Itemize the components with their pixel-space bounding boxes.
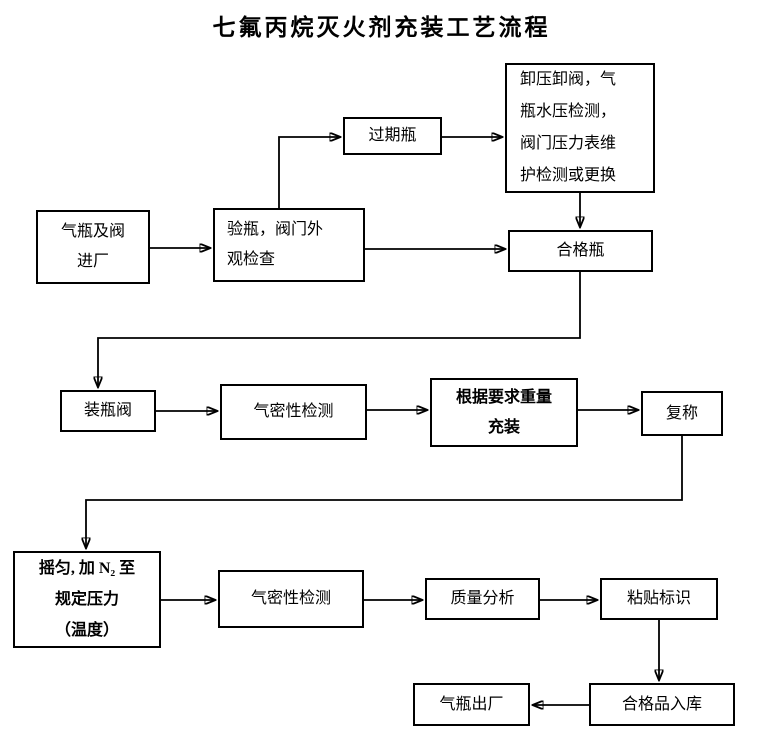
node-leak-test-2: 气密性检测 (218, 570, 364, 628)
arrow-reweigh-to-shake (86, 436, 683, 548)
node-leak-test-1: 气密性检测 (220, 384, 367, 440)
node-valve-maintenance: 卸压卸阀，气 瓶水压检测， 阀门压力表维 护检测或更换 (505, 63, 655, 193)
arrow-inspect-to-expired (278, 137, 340, 208)
flowchart-title: 七氟丙烷灭火剂充装工艺流程 (212, 15, 551, 40)
node-install-valve: 装瓶阀 (60, 390, 156, 432)
arrow-qualified-to-installvalve (98, 272, 581, 387)
node-factory-shipment: 气瓶出厂 (413, 683, 530, 726)
node-quality-analysis: 质量分析 (425, 578, 540, 620)
node-labeling: 粘贴标识 (600, 578, 718, 620)
node-expired-bottle: 过期瓶 (343, 117, 442, 155)
node-cylinder-intake: 气瓶及阀 进厂 (36, 210, 150, 284)
node-qualified-bottle: 合格瓶 (508, 230, 653, 272)
node-reweigh: 复称 (641, 391, 723, 436)
node-weight-filling: 根据要求重量 充装 (430, 378, 578, 447)
node-bottle-inspection: 验瓶，阀门外 观检查 (213, 208, 365, 282)
node-shake-pressurize: 摇匀, 加 N₂ 至 规定压力 （温度） (13, 551, 161, 648)
node-warehouse: 合格品入库 (589, 683, 735, 726)
